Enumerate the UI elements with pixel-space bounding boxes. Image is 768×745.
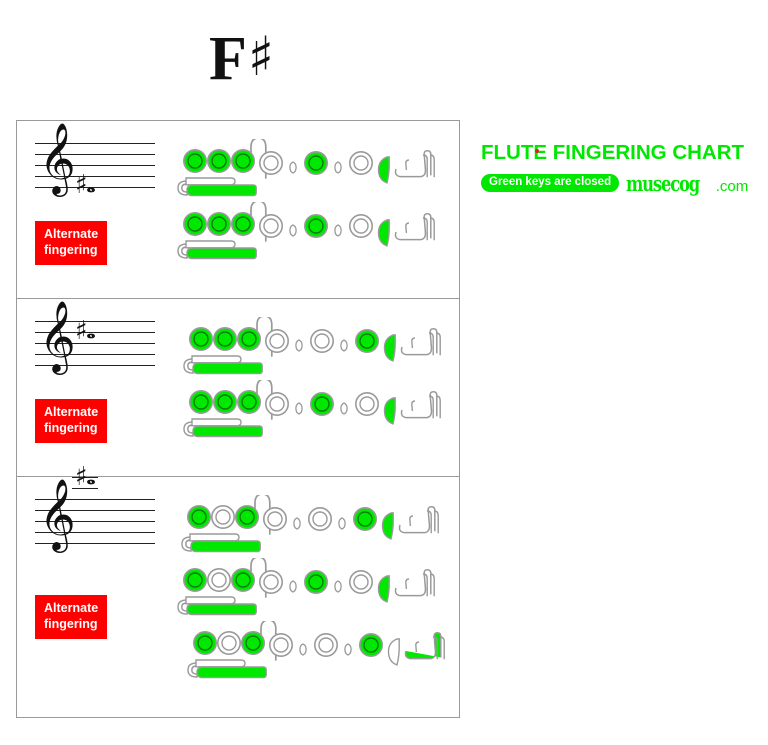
alternate-badge-line2: fingering	[44, 616, 98, 631]
note-section-F#6: 𝄞 ♯𝅝 Alternate fingering	[17, 464, 459, 717]
alternate-badge-line2: fingering	[44, 420, 98, 435]
staff-line	[35, 143, 155, 144]
staff-line	[35, 187, 155, 188]
staff-line	[35, 154, 155, 155]
staff-line	[35, 499, 155, 500]
ledger-line	[72, 488, 98, 489]
staff-line	[35, 343, 155, 344]
fingering-diagram-f3-alternate-1	[175, 558, 455, 620]
legend-and-logo-row: Green keys are closed musecog .com	[481, 149, 768, 196]
sharp-icon: ♯	[247, 25, 274, 88]
legend-green-keys-closed: Green keys are closed	[481, 173, 620, 193]
note-F#6: ♯𝅝	[75, 462, 96, 492]
alternate-badge-line1: Alternate	[44, 601, 99, 615]
fingering-diagram-f2-alternate	[181, 380, 461, 442]
note-section-F#5: 𝄞 ♯𝅝 Alternate fingering	[17, 299, 459, 477]
fingering-diagram-f1-primary	[175, 139, 455, 201]
page-title: F♯	[0, 28, 480, 90]
logo-tld: .com	[715, 177, 749, 195]
note-F#4: ♯𝅝	[75, 170, 96, 200]
staff-line	[35, 354, 155, 355]
alternate-fingering-badge: Alternate fingering	[35, 221, 108, 266]
fingering-column	[167, 299, 459, 476]
staff-line	[35, 332, 155, 333]
musecog-logo[interactable]: musecog .com	[535, 149, 749, 196]
alternate-badge-line1: Alternate	[44, 227, 99, 241]
staff-line	[35, 543, 155, 544]
whole-notehead: 𝅝	[86, 318, 96, 344]
fingering-chart: 𝄞 ♯𝅝 Alternate fingering 𝄞 ♯𝅝 Alt	[16, 120, 460, 718]
fingering-diagram-f3-alternate-2	[185, 621, 465, 683]
fingering-diagram-f1-alternate	[175, 202, 455, 264]
staff-line	[35, 510, 155, 511]
staff-column: 𝄞 ♯𝅝 Alternate fingering	[17, 299, 167, 476]
staff-line	[35, 165, 155, 166]
ledger-line	[72, 477, 98, 478]
fingering-column	[167, 477, 459, 717]
alternate-fingering-badge: Alternate fingering	[35, 595, 108, 640]
sharp-accidental-icon: ♯	[75, 316, 88, 346]
treble-clef-icon: 𝄞	[39, 121, 76, 194]
staff-line	[35, 321, 155, 322]
staff-section-1: 𝄞 ♯𝅝	[35, 127, 155, 198]
fingering-diagram-f2-primary	[181, 317, 461, 379]
staff-line	[35, 532, 155, 533]
sharp-accidental-icon: ♯	[75, 462, 88, 492]
whole-notehead: 𝅝	[86, 172, 96, 198]
staff-column: 𝄞 ♯𝅝 Alternate fingering	[17, 121, 167, 298]
staff-line	[35, 521, 155, 522]
chart-heading: FLUTE FINGERING CHART	[481, 141, 745, 164]
sharp-accidental-icon: ♯	[75, 170, 88, 200]
logo-dot-icon	[535, 149, 539, 153]
note-section-F#4: 𝄞 ♯𝅝 Alternate fingering	[17, 121, 459, 299]
staff-section-3: 𝄞 ♯𝅝	[35, 464, 155, 547]
treble-clef-icon: 𝄞	[39, 477, 76, 550]
branding-block: FLUTE FINGERING CHART Green keys are clo…	[481, 141, 768, 196]
staff-line	[35, 365, 155, 366]
fingering-column	[167, 121, 459, 298]
whole-notehead: 𝅝	[86, 464, 96, 490]
alternate-fingering-badge: Alternate fingering	[35, 399, 108, 444]
treble-clef-icon: 𝄞	[39, 299, 76, 372]
fingering-diagram-f3-primary	[179, 495, 459, 557]
staff-column: 𝄞 ♯𝅝 Alternate fingering	[17, 464, 167, 717]
title-letter: F	[208, 25, 247, 93]
staff-section-2: 𝄞 ♯𝅝	[35, 305, 155, 369]
alternate-badge-line2: fingering	[44, 242, 98, 257]
logo-wordmark: musecog	[626, 170, 700, 196]
note-F#5: ♯𝅝	[75, 316, 96, 346]
alternate-badge-line1: Alternate	[44, 405, 99, 419]
staff-line	[35, 176, 155, 177]
